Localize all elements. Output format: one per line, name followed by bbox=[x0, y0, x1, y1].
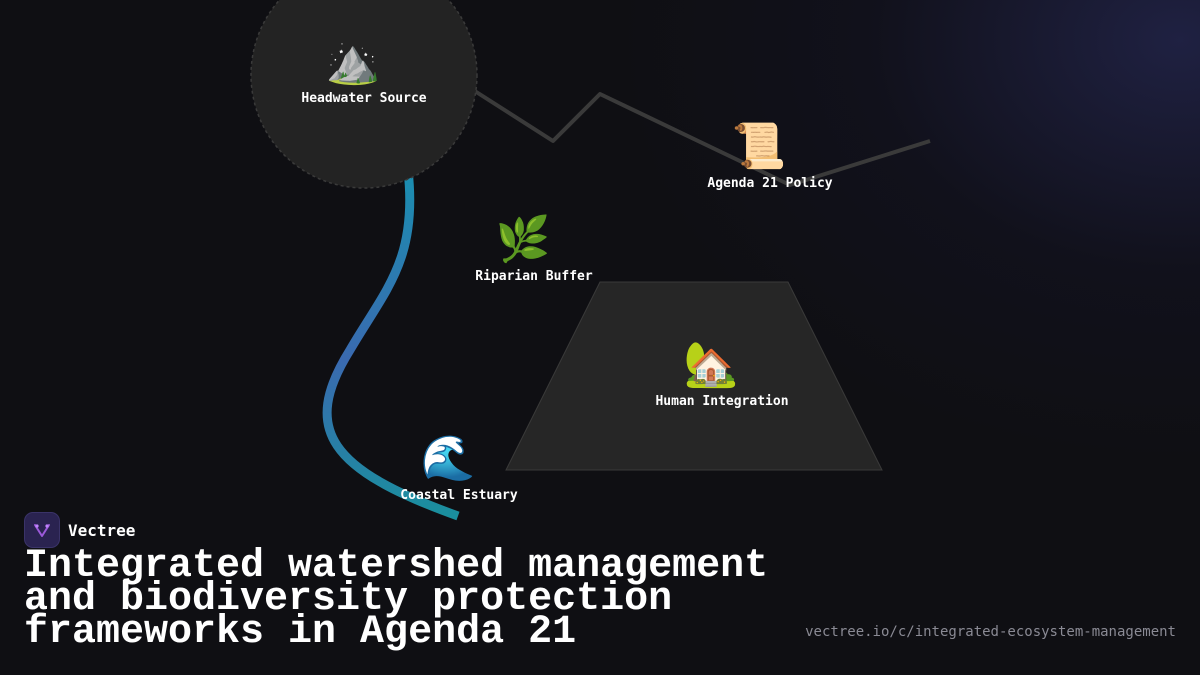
herb-icon: 🌿 bbox=[495, 214, 551, 265]
node-headwater-label: Headwater Source bbox=[301, 91, 427, 106]
source-url[interactable]: vectree.io/c/integrated-ecosystem-manage… bbox=[805, 624, 1176, 640]
node-human-label: Human Integration bbox=[655, 394, 789, 409]
house-garden-icon: 🏡 bbox=[683, 339, 739, 390]
node-agenda-label: Agenda 21 Policy bbox=[707, 176, 833, 191]
brand: Vectree bbox=[24, 512, 135, 548]
page-title: Integrated watershed management and biod… bbox=[24, 544, 769, 655]
node-riparian-label: Riparian Buffer bbox=[475, 269, 593, 284]
node-agenda[interactable]: 📜 Agenda 21 Policy bbox=[690, 122, 850, 192]
scroll-icon: 📜 bbox=[731, 121, 787, 172]
node-riparian[interactable]: 🌿 Riparian Buffer bbox=[454, 215, 614, 285]
mountain-icon: ⛰️ bbox=[325, 36, 381, 87]
human-trapezoid bbox=[505, 281, 883, 471]
node-coastal-label: Coastal Estuary bbox=[400, 488, 518, 503]
node-coastal[interactable]: 🌊 Coastal Estuary bbox=[379, 434, 539, 504]
headwater-circle bbox=[250, 0, 478, 189]
wave-icon: 🌊 bbox=[420, 433, 476, 484]
river-path bbox=[322, 169, 460, 521]
connector-line bbox=[468, 86, 931, 187]
node-headwater[interactable]: ⛰️ Headwater Source bbox=[284, 37, 444, 107]
node-human[interactable]: 🏡 Human Integration bbox=[632, 340, 812, 410]
brand-name: Vectree bbox=[68, 520, 136, 540]
vectree-logo-icon bbox=[24, 512, 60, 548]
